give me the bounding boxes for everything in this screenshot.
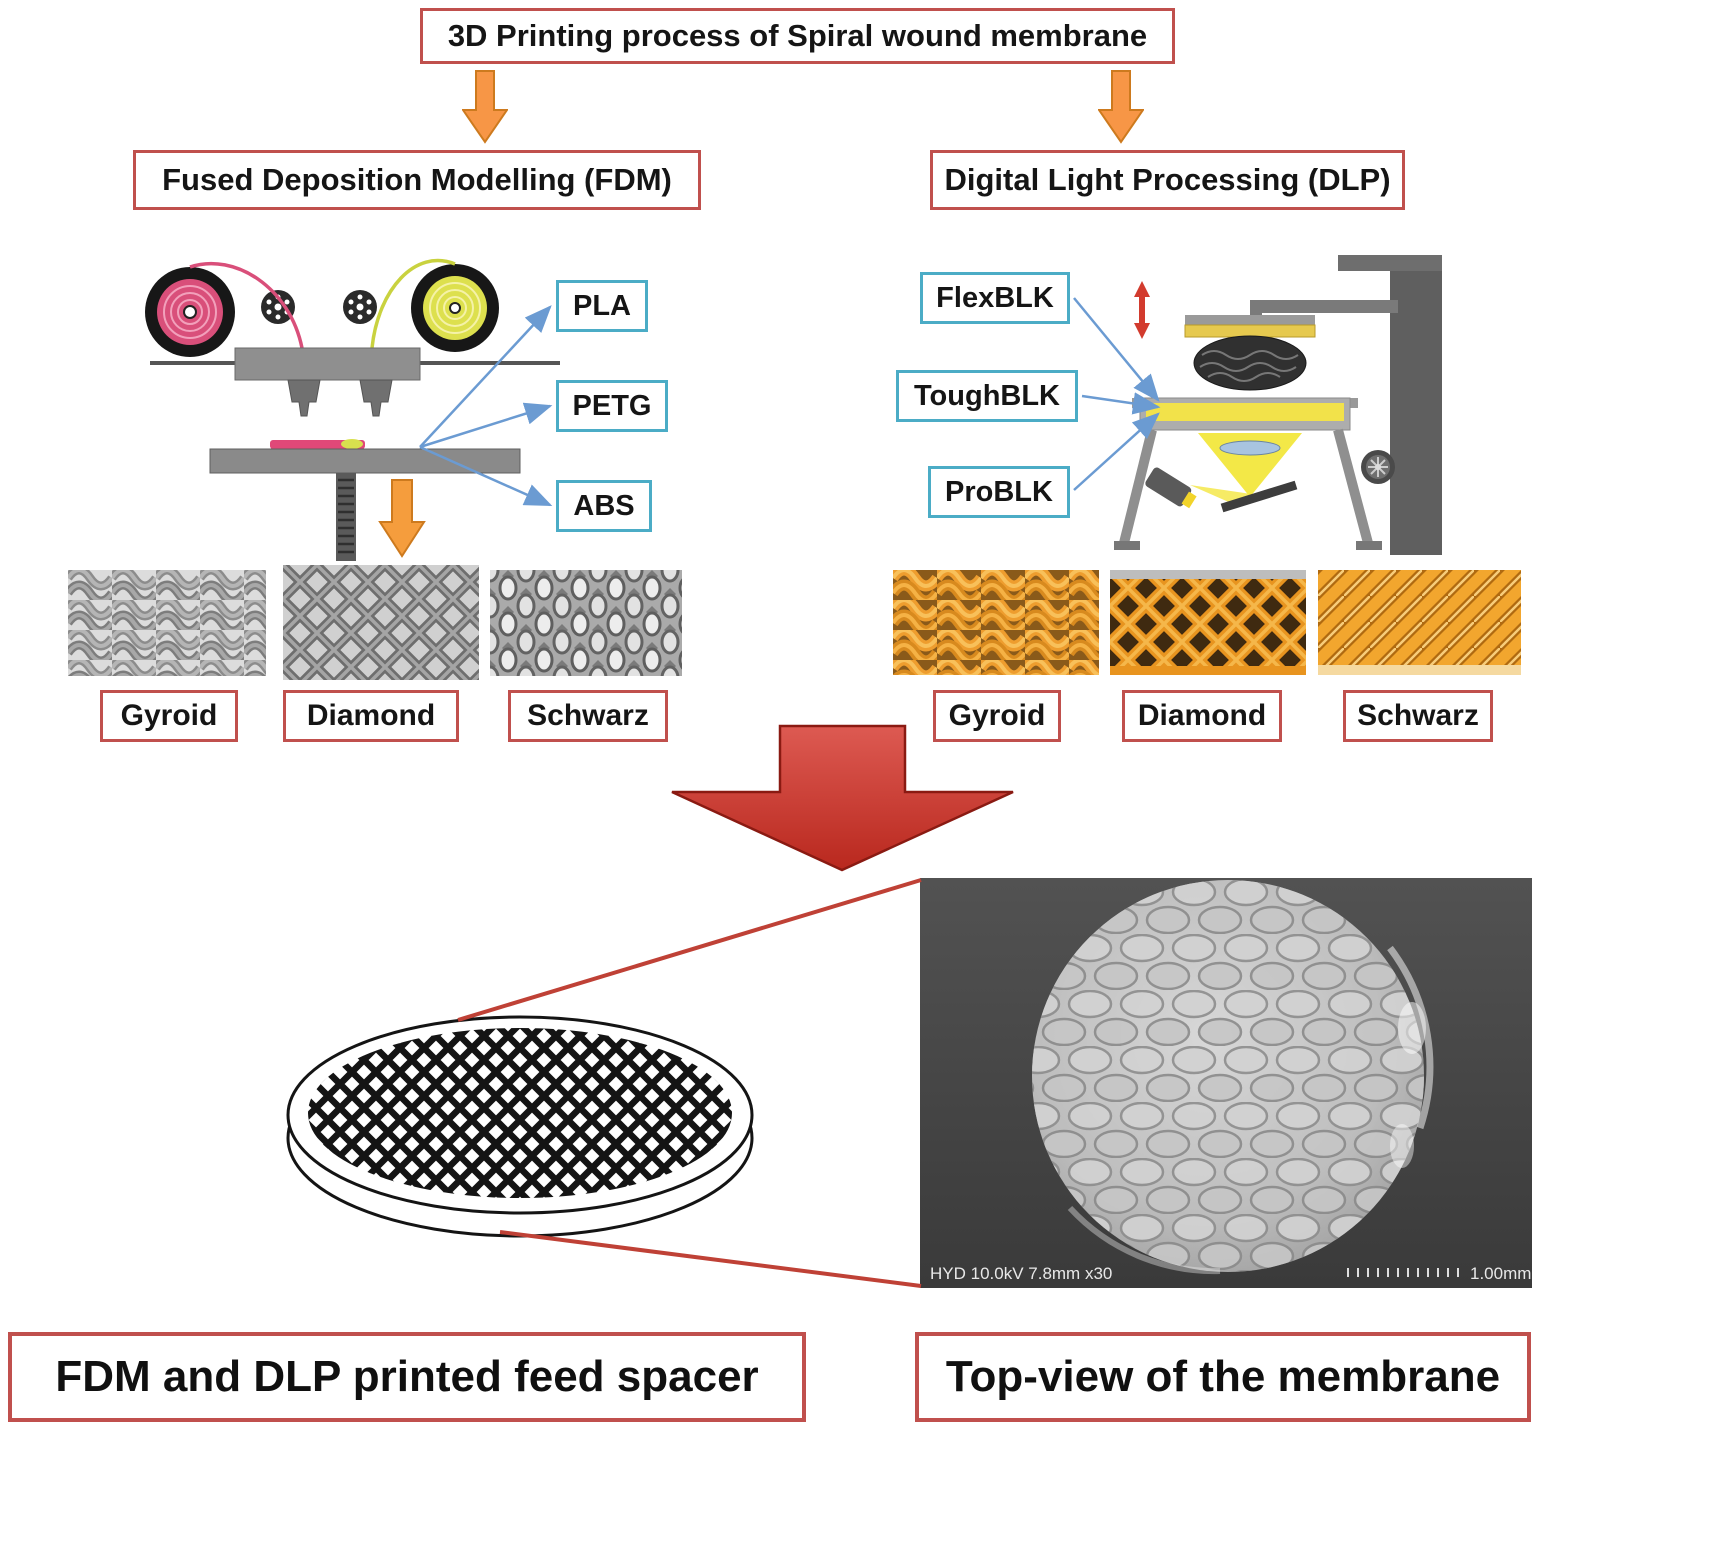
fdm-schwarz-label: Schwarz: [527, 699, 649, 732]
fdm-structure-schwarz: Schwarz: [508, 690, 668, 742]
dlp-header-label: Digital Light Processing (DLP): [944, 162, 1391, 197]
material-label-toughblk: ToughBLK: [913, 379, 1061, 412]
extruder-carriage: [234, 347, 421, 381]
dlp-structure-gyroid: Gyroid: [933, 690, 1061, 742]
sem-info-text: HYD 10.0kV 7.8mm x30: [930, 1264, 1112, 1283]
leg-foot-right: [1356, 541, 1382, 550]
extruder-nozzles: [287, 379, 393, 417]
caption-feed-spacer: FDM and DLP printed feed spacer: [8, 1332, 806, 1422]
sem-image: HYD 10.0kV 7.8mm x30 1.00mm: [920, 878, 1532, 1288]
texture-dlp-schwarz: [1318, 570, 1521, 675]
flow-arrow-left-icon: [462, 70, 508, 144]
dlp-arm: [1250, 300, 1398, 313]
uv-lamp: [1145, 467, 1197, 509]
filament-spool-yellow: [411, 264, 499, 352]
lead-screw: [336, 473, 356, 561]
caption-membrane-label: Top-view of the membrane: [945, 1352, 1501, 1401]
dlp-header: Digital Light Processing (DLP): [930, 150, 1405, 210]
material-box-flexblk: FlexBLK: [920, 272, 1070, 324]
printed-layer: [270, 440, 365, 449]
printed-blob: [341, 439, 363, 449]
material-box-abs: ABS: [556, 480, 652, 532]
big-down-arrow-icon: [671, 724, 1014, 872]
dlp-schwarz-label: Schwarz: [1357, 699, 1479, 732]
material-box-toughblk: ToughBLK: [896, 370, 1078, 422]
dlp-top-plate: [1338, 255, 1442, 271]
material-box-pla: PLA: [556, 280, 648, 332]
material-label-pla: PLA: [573, 289, 631, 322]
fdm-structure-diamond: Diamond: [283, 690, 459, 742]
membrane-blob: [1032, 880, 1434, 1275]
dlp-structure-schwarz: Schwarz: [1343, 690, 1493, 742]
build-plate-bracket: [1185, 315, 1315, 325]
filament-pink: [189, 261, 304, 349]
material-box-problk: ProBLK: [928, 466, 1070, 518]
fdm-structure-gyroid: Gyroid: [100, 690, 238, 742]
z-axis-arrow-icon: [1134, 281, 1150, 339]
dlp-printer-illustration: [1114, 255, 1442, 555]
page-title: 3D Printing process of Spiral wound memb…: [447, 18, 1148, 53]
caption-membrane: Top-view of the membrane: [915, 1332, 1531, 1422]
fdm-diamond-label: Diamond: [306, 699, 436, 732]
material-label-abs: ABS: [573, 489, 635, 522]
caption-feed-spacer-label: FDM and DLP printed feed spacer: [55, 1352, 759, 1401]
texture-fdm-gyroid: [68, 570, 266, 676]
fdm-gyroid-label: Gyroid: [120, 699, 218, 732]
filament-spool-pink: [145, 267, 235, 357]
fdm-header-label: Fused Deposition Modelling (FDM): [162, 162, 672, 197]
leg-foot-left: [1114, 541, 1140, 550]
fdm-header: Fused Deposition Modelling (FDM): [133, 150, 701, 210]
lens: [1219, 440, 1281, 456]
texture-fdm-diamond: [283, 565, 479, 680]
title-box: 3D Printing process of Spiral wound memb…: [420, 8, 1175, 64]
disc-mesh: [308, 1028, 732, 1198]
material-label-petg: PETG: [572, 389, 652, 422]
feed-spacer-illustration: [286, 1015, 754, 1238]
print-bed: [209, 448, 521, 474]
mirror: [1220, 480, 1298, 513]
fan-knob: [1361, 450, 1395, 484]
resin-vat: [1132, 397, 1358, 431]
flow-arrow-right-icon: [1098, 70, 1144, 144]
material-label-problk: ProBLK: [945, 475, 1053, 508]
dlp-diamond-label: Diamond: [1137, 699, 1267, 732]
texture-dlp-gyroid: [893, 570, 1099, 675]
material-box-petg: PETG: [556, 380, 668, 432]
sem-scale-ticks: [1347, 1268, 1459, 1277]
texture-fdm-schwarz: [490, 570, 682, 676]
dlp-printed-object: [1193, 335, 1307, 391]
drive-gears: [261, 290, 377, 324]
dlp-structure-diamond: Diamond: [1122, 690, 1282, 742]
bed-down-arrow-icon: [378, 479, 426, 558]
fdm-printer-illustration: [145, 258, 560, 561]
dlp-gyroid-label: Gyroid: [948, 699, 1046, 732]
dlp-column: [1390, 255, 1442, 555]
texture-dlp-diamond: [1110, 570, 1306, 675]
sem-scale-label: 1.00mm: [1470, 1264, 1531, 1283]
material-label-flexblk: FlexBLK: [936, 281, 1054, 314]
build-plate: [1184, 324, 1316, 338]
filament-yellow: [370, 258, 456, 349]
